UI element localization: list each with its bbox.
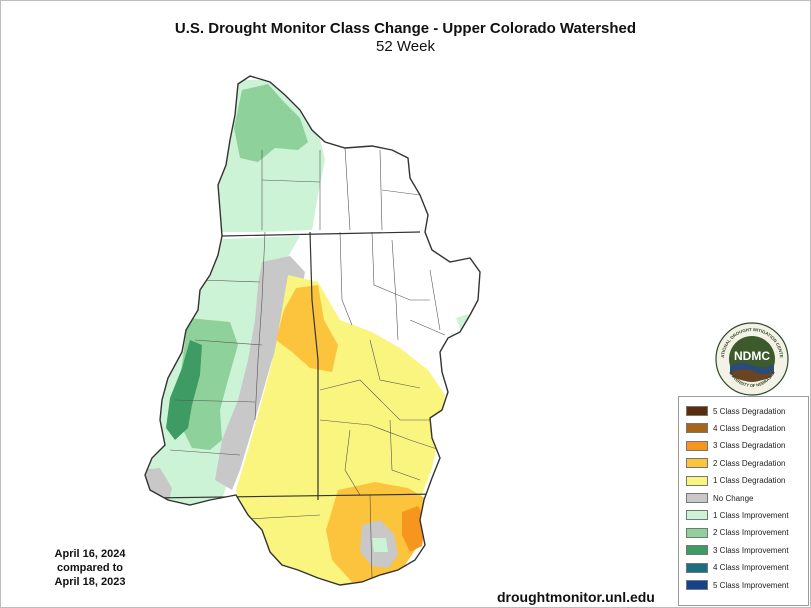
region-3-class-improvement [166, 340, 202, 440]
region-2-class-degradation-north [276, 285, 338, 372]
legend-swatch [686, 580, 708, 590]
legend-item: No Change [686, 491, 753, 505]
legend-label: 2 Class Degradation [713, 458, 786, 468]
source-url: droughtmonitor.unl.edu [497, 589, 655, 605]
legend-item: 4 Class Degradation [686, 421, 785, 435]
comparison-connector: compared to [56, 562, 123, 574]
legend-swatch [686, 545, 708, 556]
class-change-regions [145, 76, 480, 585]
legend-label: No Change [713, 493, 754, 503]
legend-swatch [686, 458, 708, 469]
legend-item: 5 Class Improvement [686, 578, 789, 592]
region-2-class-improvement-north [234, 84, 308, 162]
legend-item: 5 Class Degradation [686, 404, 785, 418]
legend-item: 3 Class Degradation [686, 439, 785, 453]
watershed-boundary [144, 75, 481, 586]
legend-label: 1 Class Degradation [713, 476, 786, 486]
legend-label: 5 Class Degradation [713, 406, 786, 416]
map-title: U.S. Drought Monitor Class Change - Uppe… [174, 20, 637, 37]
ndmc-logo: NDMC NATIONAL DROUGHT MITIGATION CENTER … [715, 322, 789, 396]
legend-label: 3 Class Improvement [713, 545, 789, 555]
legend-swatch [686, 406, 708, 416]
legend-swatch [686, 562, 708, 573]
legend-label: 4 Class Degradation [713, 423, 786, 433]
logo-acronym: NDMC [734, 349, 770, 363]
legend-swatch [686, 475, 708, 486]
legend-swatch [686, 510, 708, 521]
legend-swatch [686, 423, 708, 434]
legend-item: 2 Class Degradation [686, 456, 785, 470]
legend-label: 2 Class Improvement [713, 528, 789, 538]
legend-item: 1 Class Improvement [686, 508, 789, 522]
legend-item: 1 Class Degradation [686, 474, 785, 488]
legend-item: 2 Class Improvement [686, 526, 789, 540]
legend-item: 4 Class Improvement [686, 561, 789, 575]
legend-label: 1 Class Improvement [713, 510, 789, 520]
comparison-date-current: April 16, 2024 [54, 548, 126, 560]
region-1-class-improvement-south-spot [372, 538, 388, 552]
class-change-legend: 5 Class Degradation 4 Class Degradation 3 … [678, 396, 809, 606]
county-lines [169, 147, 446, 579]
state-lines [149, 231, 441, 500]
legend-swatch [686, 440, 708, 451]
legend-swatch [686, 493, 708, 503]
legend-item: 3 Class Improvement [686, 543, 789, 557]
legend-label: 3 Class Degradation [713, 441, 786, 451]
legend-label: 4 Class Improvement [713, 563, 789, 573]
map-subtitle: 52 Week [376, 38, 435, 55]
legend-label: 5 Class Improvement [713, 580, 789, 590]
legend-swatch [686, 527, 708, 538]
comparison-date-previous: April 18, 2023 [54, 576, 126, 588]
